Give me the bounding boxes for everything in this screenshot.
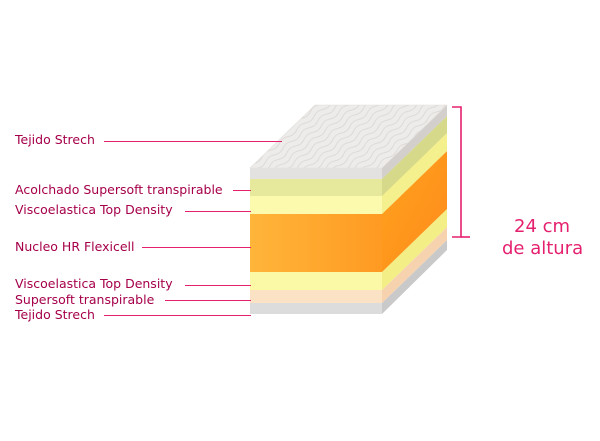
leader-core [142,247,251,248]
leader-bottom-visco [185,285,251,286]
label-bottom-fabric: Tejido Strech [15,307,95,322]
leader-top-supersoft [233,190,251,191]
leader-top-fabric [104,141,282,142]
height-value: 24 cm [514,216,571,237]
leader-top-visco [185,211,251,212]
height-bracket [452,106,470,238]
leader-bottom-supersoft [165,300,251,301]
label-bottom-supersoft: Supersoft transpirable [15,292,155,307]
label-core: Nucleo HR Flexicell [15,239,135,254]
layer-top-fabric [249,104,448,179]
label-top-fabric: Tejido Strech [15,132,95,147]
layer-bottom-fabric [250,240,447,314]
label-top-visco: Viscoelastica Top Density [15,202,173,217]
height-caption: de altura [502,238,584,259]
layer-bottom-visco [250,209,447,290]
leader-bottom-fabric [104,315,251,316]
label-bottom-visco: Viscoelastica Top Density [15,276,173,291]
label-top-supersoft: Acolchado Supersoft transpirable [15,182,223,197]
